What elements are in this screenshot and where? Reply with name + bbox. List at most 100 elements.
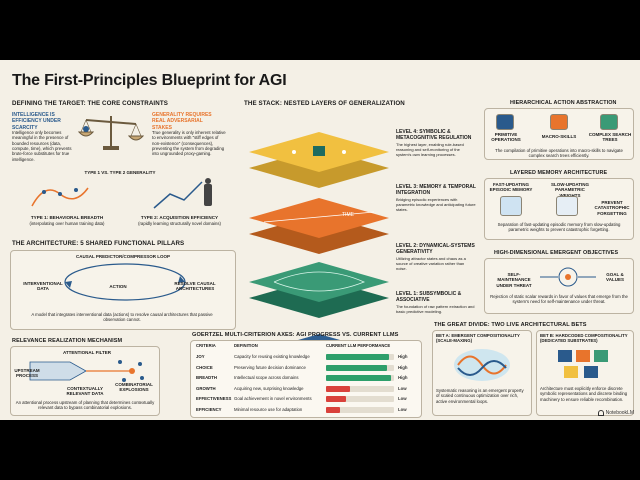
- performance-label: High: [398, 354, 408, 359]
- self-maintenance-label: Self-Maintenance Under Threat: [496, 272, 532, 288]
- causal-loop-card: [10, 250, 236, 330]
- notebooklm-icon: [597, 410, 604, 416]
- brand-logo: NotebookLM: [597, 410, 634, 416]
- type-heading: Type 1 vs. Type 2 Generality: [84, 170, 156, 175]
- relevant-data-label: Contextually Relevant Data: [66, 386, 104, 397]
- performance-bar: [326, 406, 340, 413]
- generality-title: Generality Requires Real Adversarial Sta…: [152, 112, 212, 131]
- page-title: The First-Principles Blueprint for AGI: [12, 72, 287, 89]
- row-definition: Preserving future decision dominance: [234, 364, 306, 370]
- episodic-memory-icon: [500, 196, 522, 216]
- row-definition: Capacity for reusing existing knowledge: [234, 354, 310, 359]
- causal-heading: Causal Predictor/Compressor Loop: [75, 254, 171, 259]
- search-tree-icon: [600, 114, 618, 130]
- performance-bar: [326, 354, 389, 360]
- table-body: Joy Capacity for reusing existing knowled…: [196, 352, 418, 416]
- row-criteria: Joy: [196, 354, 205, 359]
- infographic: The First-Principles Blueprint for AGI D…: [0, 60, 640, 420]
- defining-heading: Defining the Target: The Core Constraint…: [12, 100, 168, 107]
- row-criteria: Choice: [196, 364, 213, 370]
- performance-track: [326, 385, 394, 392]
- objectives-text: Rejection of static scalar rewards in fa…: [490, 294, 628, 305]
- memory-item-parametric: Slow-Updating Parametric Weights: [550, 182, 590, 198]
- col-criteria: Criteria: [196, 343, 216, 348]
- causal-node-resolve: Resolve Causal Architectures: [174, 281, 216, 292]
- objectives-card: [484, 258, 634, 314]
- time-label: TIME: [342, 212, 355, 218]
- memory-item-episodic: Fast-Updating Episodic Memory: [489, 182, 533, 193]
- causal-text: A model that integrates interventional d…: [31, 312, 213, 323]
- table-row: Growth Acquiring new, surprising knowledg…: [196, 384, 418, 394]
- goal-values-label: Goal & Values: [606, 272, 624, 283]
- row-criteria: Effectiveness: [196, 396, 232, 401]
- level4-title: Level 4: Symbolic & Metacognitive Regula…: [396, 129, 472, 141]
- row-definition: Acquiring new, surprising knowledge: [234, 385, 304, 391]
- memory-item-prevent: Prevent Catastrophic Forgetting: [594, 200, 630, 216]
- performance-label: High: [398, 375, 408, 380]
- performance-bar: [326, 396, 347, 402]
- stack-heading: The Stack: Nested Layers of Generalizati…: [244, 100, 405, 107]
- row-definition: Minimal resource use for adaptation: [234, 406, 303, 412]
- causal-loop-diagram: [64, 263, 186, 301]
- bet-b-title: Bet B: Hardcoded Compositionality (Dedic…: [540, 333, 628, 344]
- level1-text: The foundation of raw pattern extraction…: [396, 304, 475, 314]
- level1-title: Level 1: Subsymbolic & Associative: [396, 291, 462, 303]
- behavioral-breadth-icon: [31, 187, 89, 207]
- emergent-swirl-icon: [454, 349, 510, 381]
- causal-node-action: Action: [109, 284, 127, 289]
- row-criteria: Breadth: [196, 375, 218, 380]
- objective-network-icon: [540, 267, 596, 287]
- bet-b-text: Architecture must explicitly enforce dis…: [540, 386, 628, 402]
- type1-title: Type 1: Behavioral Breadth: [30, 215, 104, 220]
- hier-item-primitive: Primitive Operations: [491, 132, 521, 143]
- objectives-heading: High-Dimensional Emergent Objectives: [494, 250, 619, 256]
- generality-text: True generality is only inherent relativ…: [152, 130, 226, 157]
- hardcoded-blocks-icon: [558, 350, 608, 378]
- col-performance: Current LLM Performance: [326, 343, 391, 348]
- relevance-card: [10, 346, 160, 416]
- acquisition-efficiency-icon: [153, 178, 212, 209]
- level3-text: Bridging episodic experiences with param…: [396, 197, 476, 212]
- architecture-heading: The Architecture: 5 Shared Functional Pi…: [12, 240, 185, 247]
- combinatorial-label: Combinatorial Explosions: [115, 382, 153, 393]
- table-row: Joy Capacity for reusing existing knowled…: [196, 352, 418, 362]
- type2-title: Type 2: Acquisition Efficiency: [140, 215, 219, 220]
- bet-a-text: Systematic reasoning is an emergent prop…: [436, 388, 524, 404]
- macro-skills-icon: [550, 114, 568, 130]
- parametric-weights-icon: [556, 196, 578, 216]
- hier-item-macro: Macro-Skills: [541, 134, 577, 139]
- hierarchical-heading: Hierarchical Action Abstraction: [510, 100, 617, 106]
- performance-label: Low: [398, 396, 407, 401]
- performance-track: [326, 396, 394, 402]
- level3-title: Level 3: Memory & Temporal Integration: [396, 184, 476, 196]
- performance-bar: [326, 385, 350, 392]
- causal-node-data: Interventional Data: [23, 281, 63, 292]
- relevance-text: An attentional process upstream of plann…: [15, 400, 155, 411]
- brand-name: NotebookLM: [605, 410, 634, 416]
- table-header: Criteria Definition Current LLM Performa…: [196, 343, 418, 351]
- row-definition: Goal achievement in novel environments: [234, 396, 312, 401]
- row-criteria: Efficiency: [196, 406, 222, 412]
- level4-text: The highest layer, enabling rule-based r…: [396, 142, 464, 157]
- type1-text: (interpolating over human training data): [29, 221, 105, 226]
- relevance-heading: Relevance Realization Mechanism: [12, 338, 123, 344]
- performance-label: Low: [398, 385, 407, 391]
- table-row: EffectivenessGoal achievement in novel e…: [196, 394, 418, 404]
- table-row: Choice Preserving future decision dominan…: [196, 363, 418, 373]
- efficiency-title: Intelligence is Efficiency Under Scarcit…: [12, 112, 61, 131]
- performance-bar: [326, 364, 388, 371]
- row-criteria: Growth: [196, 385, 216, 391]
- performance-track: [326, 406, 394, 413]
- memory-text: Separation of fast-updating episodic mem…: [497, 222, 621, 233]
- row-definition: Intellectual scope across domains: [234, 375, 299, 380]
- funnel-diagram: [29, 360, 144, 382]
- divide-heading: The Great Divide: Two Live Architectural…: [434, 322, 587, 328]
- hier-item-search: Complex Search Trees: [588, 132, 632, 143]
- goertzel-heading: Goertzel Multi-Criterion Axes: AGI Progr…: [192, 332, 399, 338]
- performance-label: Low: [398, 406, 407, 412]
- primitive-ops-icon: [496, 114, 514, 130]
- efficiency-text: Intelligence only becomes meaningful in …: [12, 130, 72, 162]
- col-definition: Definition: [234, 343, 258, 348]
- level2-text: Utilizing attractor states and chaos as …: [396, 256, 466, 271]
- performance-label: High: [398, 364, 408, 370]
